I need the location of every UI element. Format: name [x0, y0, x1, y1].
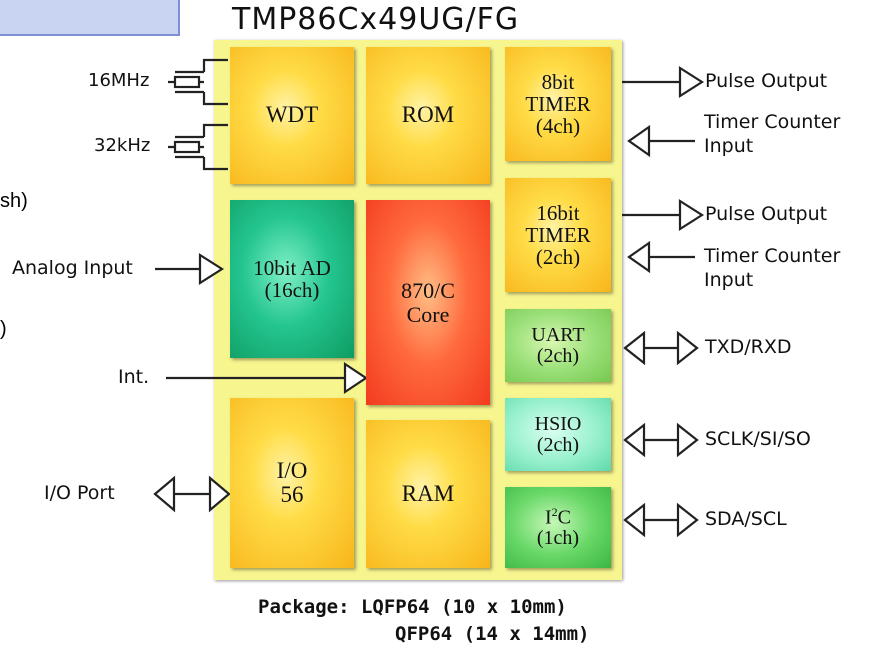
sda-scl-label: SDA/SCL	[705, 508, 787, 530]
package-line-2: QFP64 (14 x 14mm)	[395, 623, 590, 645]
i2c-tail-text: C	[557, 506, 571, 529]
i2c-superscript: 2	[551, 504, 558, 519]
cut-text-1: sh)	[0, 190, 28, 212]
pulse-output-1-label: Pulse Output	[705, 70, 828, 92]
package-line-1: Package: LQFP64 (10 x 10mm)	[258, 596, 567, 618]
io-port-label: I/O Port	[44, 482, 115, 504]
wdt-block: WDT	[230, 47, 354, 184]
txd-rxd-label: TXD/RXD	[705, 336, 792, 358]
int-label: Int.	[118, 366, 150, 388]
hsio-block: HSIO (2ch)	[505, 398, 611, 471]
io-block: I/O 56	[230, 398, 354, 568]
core-block: 870/C Core	[366, 200, 490, 405]
diagram-title: TMP86Cx49UG/FG	[232, 2, 520, 37]
timer16-block: 16bit TIMER (2ch)	[505, 178, 611, 292]
timer-counter-2-label: Timer Counter Input	[704, 245, 841, 291]
timer8-block: 8bit TIMER (4ch)	[505, 47, 611, 161]
sclk-si-so-label: SCLK/SI/SO	[705, 428, 811, 450]
adc-block: 10bit AD (16ch)	[230, 200, 354, 358]
i2c-block: I2C (1ch)	[505, 487, 611, 568]
osc-16mhz-label: 16MHz	[88, 70, 150, 91]
analog-input-label: Analog Input	[12, 257, 133, 279]
i2c-title: I2C	[544, 504, 571, 529]
i2c-channel: (1ch)	[536, 527, 580, 550]
pulse-output-2-label: Pulse Output	[705, 203, 828, 225]
ram-block: RAM	[366, 420, 490, 568]
rom-block: ROM	[366, 47, 490, 184]
osc-32khz-label: 32kHz	[94, 135, 151, 156]
partial-frame	[0, 0, 180, 36]
timer-counter-1-label: Timer Counter Input	[704, 111, 841, 157]
i2c-main-text: I	[544, 506, 552, 529]
uart-block: UART (2ch)	[505, 309, 611, 382]
cut-text-2: )	[0, 318, 7, 340]
